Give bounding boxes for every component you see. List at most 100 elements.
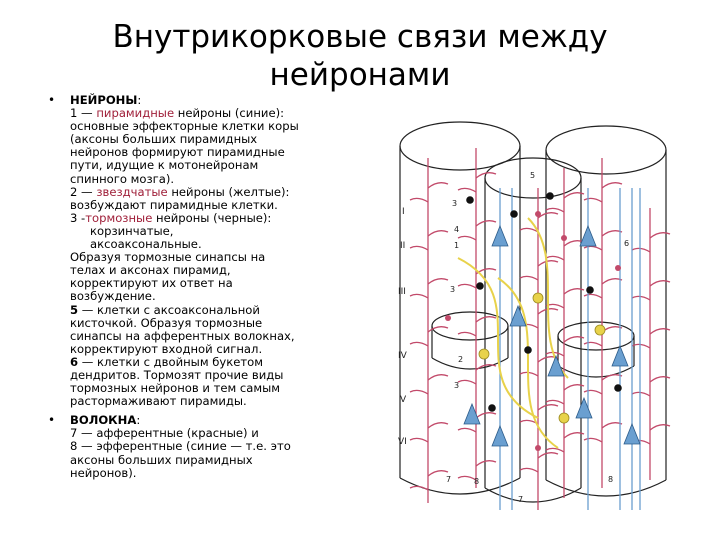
- afferent-branch: [545, 432, 585, 453]
- afferent-branch: [457, 412, 497, 433]
- p3-num: 3 -: [70, 210, 86, 225]
- right-column-bottom: [545, 479, 667, 497]
- afferent-branch: [457, 316, 497, 337]
- afferent-branch: [457, 220, 497, 241]
- p2-rest: нейроны (желтые):: [167, 184, 290, 199]
- cortex-columns-diagram: I II III IV V VI 5 3 4 1 6 3 2 3 7 8 7 8: [388, 118, 688, 520]
- inhibitory-cell: [466, 196, 474, 204]
- text-content: • НЕЙРОНЫ: 1 — пирамидные нейроны (синие…: [48, 93, 360, 480]
- right-disk-top: [557, 321, 635, 351]
- fibers-line-1: 7 — афферентные (красные) и: [70, 426, 259, 441]
- fibers-line-4: нейронов).: [70, 465, 137, 480]
- pyramidal-cell: [463, 402, 481, 425]
- number-label-1: 1: [454, 241, 459, 250]
- afferent-branch: [519, 452, 559, 473]
- p1-num: 1 —: [70, 106, 97, 121]
- p1-line-2: основные эффекторные клетки коры: [70, 119, 299, 134]
- afferent-branch: [409, 326, 449, 347]
- afferent-branch: [409, 278, 449, 299]
- left-column-bottom: [399, 477, 521, 495]
- term-inhibitory: тормозные: [85, 210, 153, 225]
- inhibitory-cell: [510, 210, 518, 218]
- p4-line-4: возбуждение.: [70, 289, 156, 304]
- number-label-3a: 3: [452, 199, 457, 208]
- pyramidal-cell: [491, 424, 509, 447]
- afferent-terminal: [561, 235, 567, 241]
- p4-line-3: корректируют их ответ на: [70, 276, 233, 291]
- stellate-process: [457, 257, 539, 419]
- afferent-branch: [545, 288, 585, 309]
- inhibitory-cell: [488, 404, 496, 412]
- p3-sub-1: корзинчатые,: [90, 223, 174, 238]
- p2-line-2: возбуждают пирамидные клетки.: [70, 197, 278, 212]
- p1-line-3: (аксоны больших пирамидных: [70, 132, 258, 147]
- stellate-cell: [532, 292, 544, 304]
- p6-line-2: дендритов. Тормозят прочие виды: [70, 367, 284, 382]
- right-column-top: [545, 125, 667, 175]
- afferent-branch: [519, 212, 559, 233]
- inhibitory-cell: [476, 282, 484, 290]
- afferent-terminal: [535, 445, 541, 451]
- p1-line-6: спинного мозга).: [70, 171, 175, 186]
- pyramidal-cell: [575, 396, 593, 419]
- fibers-heading: ВОЛОКНА: [70, 413, 137, 428]
- afferent-branch: [409, 470, 449, 491]
- cells-group: [445, 192, 641, 451]
- p6-line-1: — клетки с двойным букетом: [78, 354, 264, 369]
- fibers-line-3: аксоны больших пирамидных: [70, 452, 253, 467]
- layer-label-4: IV: [398, 351, 408, 361]
- stellate-cell: [558, 412, 570, 424]
- stellate-cell: [478, 348, 490, 360]
- inhibitory-cell: [524, 346, 532, 354]
- pyramidal-cell: [491, 224, 509, 247]
- number-label-8a: 8: [474, 477, 479, 486]
- afferent-branch: [409, 422, 449, 443]
- cortex-diagram-svg: I II III IV V VI 5 3 4 1 6 3 2 3 7 8 7 8: [398, 121, 671, 510]
- inhibitory-cell: [614, 384, 622, 392]
- afferent-branch: [409, 374, 449, 395]
- afferent-terminal: [615, 265, 621, 271]
- title-line-2: нейронами: [269, 57, 451, 93]
- afferent-branch: [545, 336, 585, 357]
- right-disk-bottom: [557, 365, 635, 378]
- p1-rest: нейроны (синие):: [174, 106, 285, 121]
- p4-line-1: Образуя тормозные синапсы на: [70, 250, 266, 265]
- afferent-terminal: [445, 315, 451, 321]
- number-label-6: 6: [624, 239, 629, 248]
- afferent-branch: [457, 268, 497, 289]
- pyramidal-cell: [509, 304, 527, 327]
- afferent-branch: [409, 182, 449, 203]
- stellate-process: [497, 277, 559, 449]
- layer-label-1: I: [402, 207, 405, 217]
- afferent-terminal: [535, 211, 541, 217]
- number-label-3c: 3: [454, 381, 459, 390]
- p5-num: 5: [70, 302, 79, 317]
- afferent-branch: [631, 280, 671, 301]
- neurons-heading: НЕЙРОНЫ: [70, 93, 138, 107]
- afferent-branch: [631, 232, 671, 253]
- slide-title: Внутрикорковые связи между нейронами: [60, 18, 660, 94]
- p1-line-4: нейронов формируют пирамидные: [70, 145, 285, 160]
- fibers-group: [409, 148, 671, 510]
- neurons-colon: :: [137, 93, 142, 107]
- p2-num: 2 —: [70, 184, 97, 199]
- fibers-bullet: • ВОЛОКНА: 7 — афферентные (красные) и 8…: [48, 413, 360, 480]
- term-stellate: звездчатые: [96, 184, 168, 199]
- p5-line-4: корректируют входной сигнал.: [70, 341, 263, 356]
- afferent-branch: [457, 172, 497, 193]
- inhibitory-cell: [586, 286, 594, 294]
- afferent-branch: [631, 328, 671, 349]
- term-pyramidal: пирамидные: [96, 106, 175, 121]
- number-label-8b: 8: [608, 475, 613, 484]
- pyramidal-cell: [611, 344, 629, 367]
- pyramidal-cell: [547, 354, 565, 377]
- number-label-3b: 3: [450, 285, 455, 294]
- afferent-branch: [583, 422, 623, 443]
- p6-num: 6: [70, 354, 79, 369]
- afferent-branch: [631, 376, 671, 397]
- afferent-branch: [519, 260, 559, 281]
- bullet-dot-icon: •: [48, 413, 56, 428]
- pyramidal-cell: [579, 224, 597, 247]
- title-line-1: Внутрикорковые связи между: [112, 19, 608, 55]
- afferent-branch: [457, 460, 497, 481]
